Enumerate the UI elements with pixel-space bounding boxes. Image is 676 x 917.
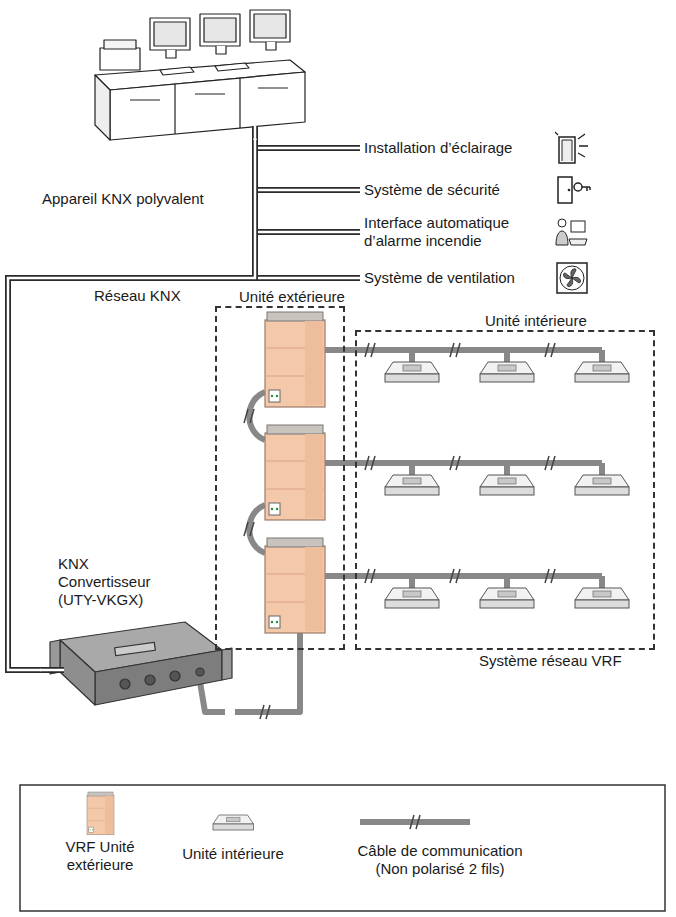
cable-break-mark xyxy=(410,815,420,829)
cable-break-mark xyxy=(365,343,375,357)
node-label: Unité extérieure xyxy=(239,288,345,306)
converter-illustration xyxy=(50,622,232,712)
knx-network-line xyxy=(255,140,360,278)
cable-break-mark xyxy=(365,569,375,583)
cable-break-mark xyxy=(365,456,375,470)
cable-break-mark xyxy=(260,705,270,719)
system-icon xyxy=(555,261,591,295)
legend-text: VRF Unité extérieure xyxy=(40,838,160,874)
cable-break-mark xyxy=(244,522,254,536)
cable-break-mark xyxy=(545,456,555,470)
workstation-illustration xyxy=(95,10,305,140)
knx-network-line xyxy=(255,140,360,190)
system-node: Installation d’éclairage xyxy=(360,129,600,167)
network-stub xyxy=(40,667,64,673)
system-icon xyxy=(555,131,591,165)
outdoor-units xyxy=(249,312,325,650)
node-sublabel: Système réseau VRF xyxy=(479,652,622,670)
system-icon xyxy=(555,173,591,207)
system-node: Système de ventilation xyxy=(360,259,600,297)
workstation-node: Appareil KNX polyvalent xyxy=(85,0,305,140)
system-node: Interface automatique d’alarme incendie xyxy=(360,210,600,254)
indoor-unit-group: Unité intérieureSystème réseau VRF xyxy=(355,330,655,650)
communication-cable xyxy=(235,650,300,712)
network-label: Réseau KNX xyxy=(92,287,183,305)
knx-network-line xyxy=(8,140,255,670)
converter-node: KNX Convertisseur (UTY-VKGX) xyxy=(40,615,235,740)
node-label: Système de ventilation xyxy=(360,267,555,289)
network-stub xyxy=(39,669,64,672)
outdoor-unit-group: Unité extérieure xyxy=(215,306,345,650)
legend-samples xyxy=(87,792,470,835)
node-label: KNX Convertisseur (UTY-VKGX) xyxy=(58,555,168,609)
indoor-units xyxy=(385,362,629,608)
indoor-cables xyxy=(325,350,602,590)
cable-break-mark xyxy=(450,569,460,583)
system-icon xyxy=(555,215,591,249)
communication-cable xyxy=(345,350,355,351)
system-node: Système de sécurité xyxy=(360,171,600,209)
cable-break-mark xyxy=(450,343,460,357)
knx-network-line xyxy=(255,140,360,148)
cable-break-mark xyxy=(545,569,555,583)
cable-break-mark xyxy=(244,409,254,423)
knx-network-line xyxy=(255,140,360,232)
legend-text: Unité intérieure xyxy=(168,845,298,863)
legend-text: Câble de communication (Non polarisé 2 f… xyxy=(345,842,535,878)
network-stub xyxy=(252,126,258,140)
node-label: Installation d’éclairage xyxy=(360,137,555,159)
legend-box xyxy=(20,785,665,911)
node-label: Système de sécurité xyxy=(360,179,555,201)
cable-break-mark xyxy=(545,343,555,357)
node-label: Unité intérieure xyxy=(485,312,587,330)
cable-break-mark xyxy=(450,456,460,470)
node-label: Appareil KNX polyvalent xyxy=(42,190,204,208)
node-label: Interface automatique d’alarme incendie xyxy=(360,212,555,252)
